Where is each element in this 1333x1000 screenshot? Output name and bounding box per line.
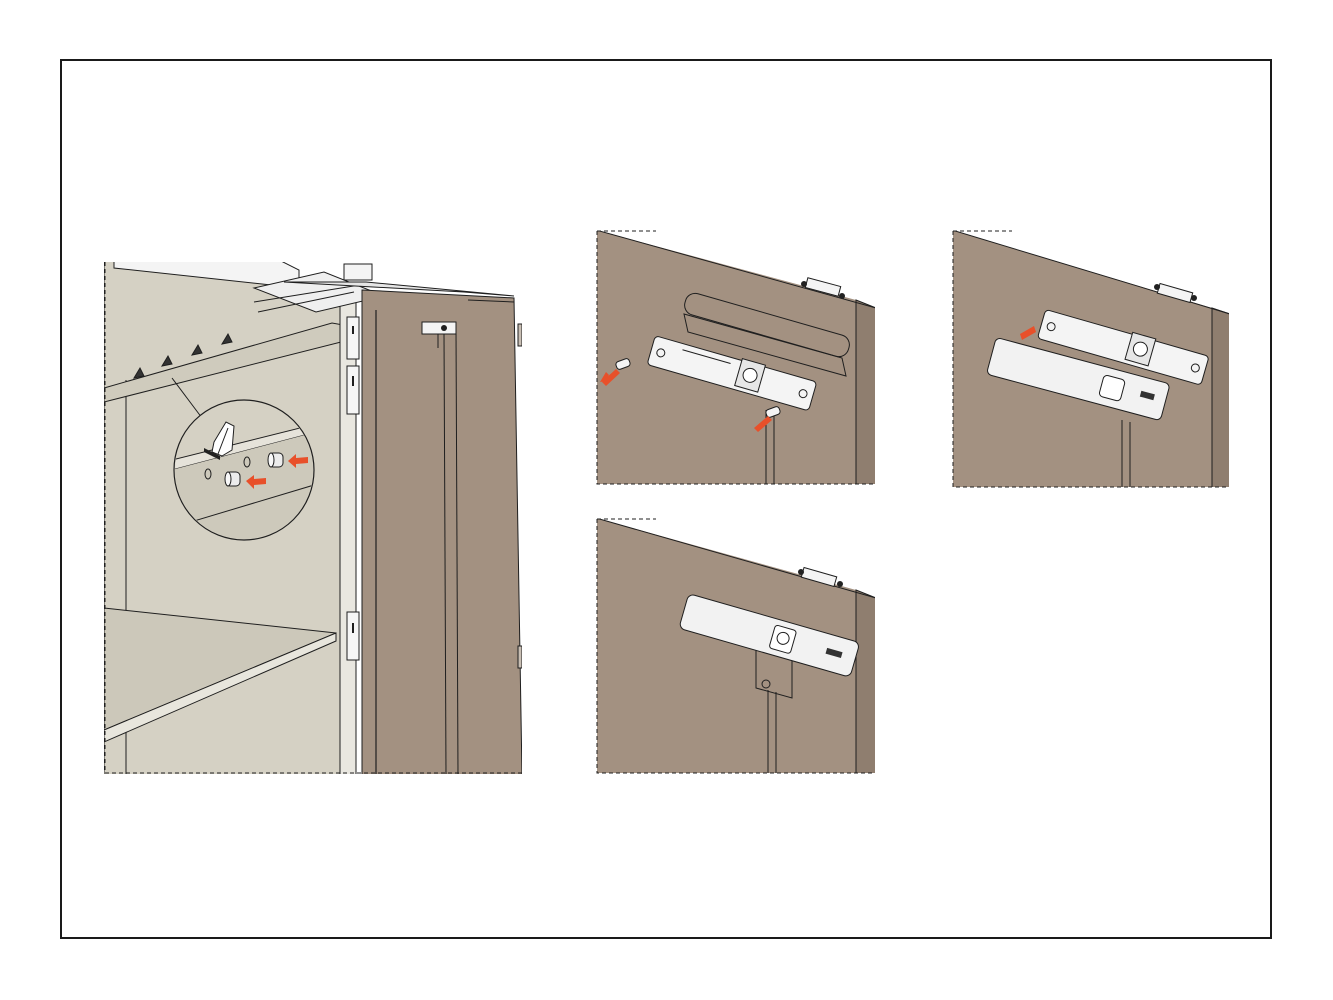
shelf-pins xyxy=(132,332,233,379)
cabinet-overview-panel xyxy=(104,230,524,775)
dowel-icon xyxy=(224,471,241,487)
detail-magnifier-circle xyxy=(173,399,315,541)
instruction-sheet-frame xyxy=(60,59,1272,939)
arrow-icon xyxy=(288,454,308,468)
dowel-icon xyxy=(267,452,284,468)
arrow-icon xyxy=(754,416,772,432)
bracket-screw-illustration xyxy=(596,230,875,485)
arrow-icon xyxy=(602,369,620,386)
door-panel xyxy=(953,231,1212,487)
cover-plate xyxy=(987,338,1170,421)
screw-icon xyxy=(615,358,631,370)
cabinet-door-open xyxy=(361,289,522,774)
door-bracket xyxy=(421,321,457,335)
hinge-lower xyxy=(346,611,360,661)
arrow-icon xyxy=(246,475,266,489)
hinge-upper xyxy=(346,316,360,360)
cover-plate-panel xyxy=(952,230,1230,488)
arrow-icon xyxy=(600,368,618,382)
panel-dashed-border xyxy=(596,519,875,774)
bracket-screw-panel xyxy=(596,230,876,485)
panel-dashed-border xyxy=(952,231,1229,488)
final-assembly-illustration xyxy=(596,518,875,774)
lock-bracket xyxy=(647,336,817,411)
cover-plate xyxy=(679,594,859,677)
arrow-icon xyxy=(1020,326,1036,340)
hinge-middle xyxy=(346,365,360,415)
final-assembly-panel xyxy=(596,518,876,774)
panel-dashed-border xyxy=(596,231,875,485)
panel-dashed-border xyxy=(104,262,522,774)
cover-plate-illustration xyxy=(952,230,1229,488)
lock-bracket xyxy=(1037,309,1209,385)
screw-icon xyxy=(765,406,781,418)
cabinet-overview-illustration xyxy=(104,262,522,774)
door-panel xyxy=(597,519,856,773)
